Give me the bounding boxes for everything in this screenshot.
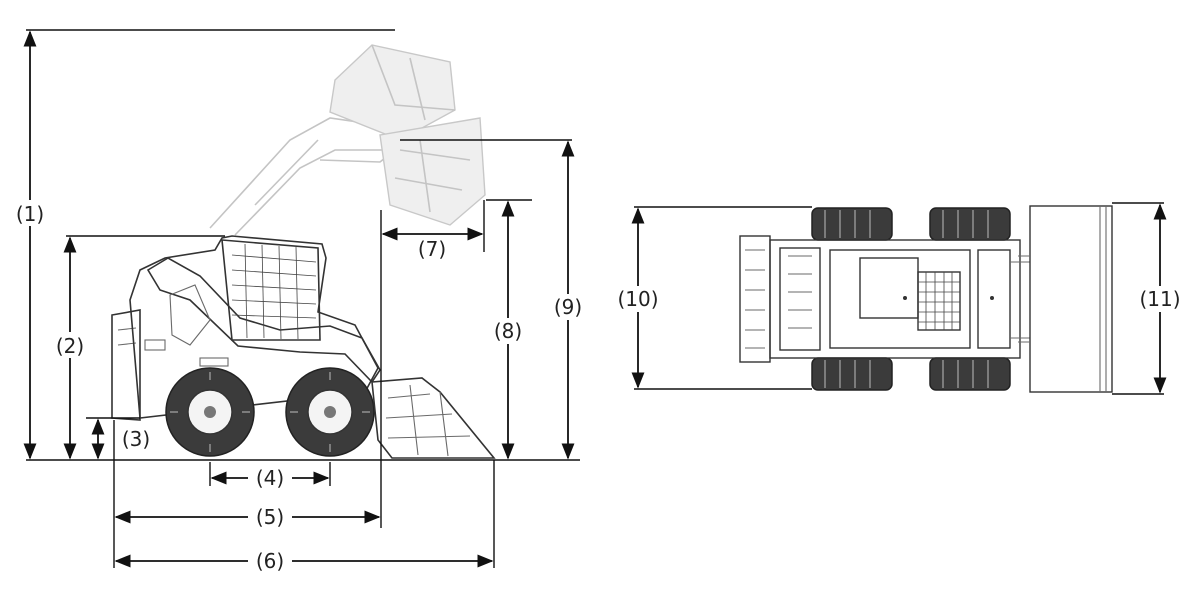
dimension-label-7: (7): [418, 237, 446, 261]
top-tire-front-upper: [929, 207, 1011, 241]
dimension-2: (2): [50, 235, 225, 460]
dimension-label-11: (11): [1139, 287, 1180, 311]
top-tire-front-lower: [929, 357, 1011, 391]
front-wheel: [285, 367, 375, 457]
dimension-9: (9): [400, 139, 590, 460]
dimension-label-4: (4): [256, 466, 284, 490]
top-chassis: [739, 235, 1030, 363]
dimension-10: (10): [612, 206, 812, 390]
dimension-label-9: (9): [554, 295, 582, 319]
dimension-label-8: (8): [494, 319, 522, 343]
top-view: (10) (11): [612, 202, 1186, 395]
dimension-label-3: (3): [122, 427, 150, 451]
lowered-bucket: [371, 377, 496, 459]
rear-wheel: [165, 367, 255, 457]
dimension-4: (4): [209, 462, 331, 491]
dimension-8: (8): [486, 199, 532, 460]
dimension-label-1: (1): [16, 202, 44, 226]
dimension-label-5: (5): [256, 505, 284, 529]
dimension-5: (5): [113, 210, 382, 568]
dimension-label-10: (10): [617, 287, 658, 311]
dimension-11: (11): [1112, 202, 1186, 395]
top-bucket: [1018, 205, 1113, 393]
top-tire-rear-lower: [811, 357, 893, 391]
dimension-label-6: (6): [256, 549, 284, 573]
raised-bucket-ghost-top: [329, 44, 456, 141]
cab-screen: [231, 243, 317, 340]
dimension-6: (6): [114, 460, 495, 574]
raised-bucket-ghost-mid: [379, 117, 486, 226]
side-view: (1) (2) (3) (4) (5): [10, 29, 590, 574]
raised-lift-arm-ghost: [209, 117, 403, 236]
dimension-3: (3): [86, 417, 150, 460]
top-cab-grille: [917, 271, 961, 331]
dimension-label-2: (2): [56, 334, 84, 358]
dimension-1: (1): [10, 29, 395, 460]
top-tire-rear-upper: [811, 207, 893, 241]
skid-steer-body: [111, 235, 381, 421]
dimension-7: (7): [381, 200, 485, 261]
